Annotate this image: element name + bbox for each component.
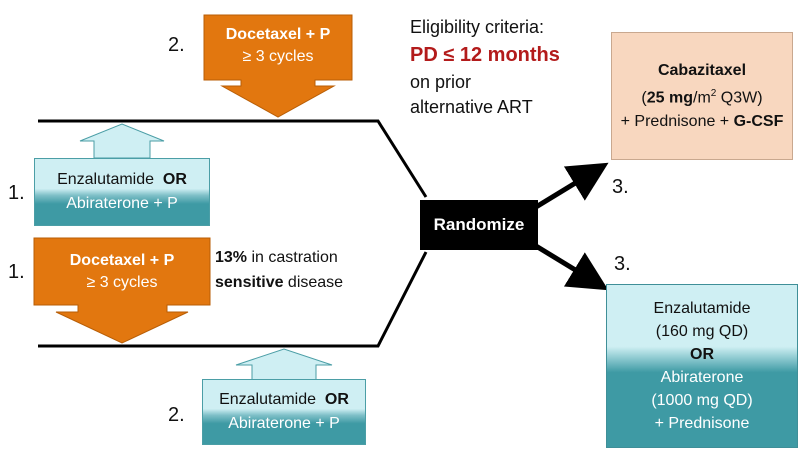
randomize-label: Randomize bbox=[433, 215, 525, 234]
arrow-to-arm-b bbox=[534, 243, 609, 291]
docetaxel-top-arrow bbox=[203, 14, 353, 118]
eligibility-line4: alternative ART bbox=[410, 97, 533, 117]
art-bottom-or: OR bbox=[324, 391, 349, 408]
castration-bold: sensitive bbox=[215, 274, 284, 291]
art-bottom-line2: Abiraterone + P bbox=[228, 415, 340, 432]
docetaxel-top-sub: ≥ 3 cycles bbox=[242, 48, 314, 65]
cabazitaxel-dose-unit: /m bbox=[693, 89, 711, 107]
docetaxel-mid-label: Docetaxel + P ≥ 3 cycles bbox=[34, 250, 210, 294]
arm-b-line5: + Prednisone bbox=[654, 415, 750, 432]
step-number-2-bottom: 2. bbox=[168, 404, 185, 426]
cabazitaxel-arm-box: Cabazitaxel (25 mg/m2 Q3W) + Prednisone … bbox=[611, 32, 793, 160]
eligibility-line1: Eligibility criteria: bbox=[410, 17, 545, 37]
cabazitaxel-title: Cabazitaxel bbox=[657, 62, 747, 80]
docetaxel-mid-title: Docetaxel + P bbox=[69, 252, 175, 269]
art-bottom-up-arrow bbox=[235, 348, 333, 381]
docetaxel-mid-arrow bbox=[33, 237, 211, 344]
eligibility-line3: on prior bbox=[410, 72, 472, 92]
art-left-line1: Enzalutamide bbox=[57, 171, 155, 188]
arm-b-line2: (160 mg QD) bbox=[655, 323, 749, 340]
step-number-1-lower: 1. bbox=[8, 261, 25, 283]
cabazitaxel-dose-rest: Q3W) bbox=[716, 89, 763, 107]
art-bottom-line1: Enzalutamide bbox=[219, 391, 317, 408]
upper-track-line bbox=[38, 119, 428, 198]
docetaxel-mid-sub: ≥ 3 cycles bbox=[86, 274, 158, 291]
castration-text1: in castration bbox=[247, 249, 338, 266]
enzalutamide-abiraterone-arm-box: Enzalutamide (160 mg QD) OR Abiraterone … bbox=[606, 284, 798, 448]
castration-note: 13% in castration sensitive disease bbox=[215, 245, 343, 295]
cabazitaxel-gcsf: G-CSF bbox=[733, 112, 784, 130]
arm-b-or: OR bbox=[690, 346, 714, 363]
art-left-or: OR bbox=[162, 171, 187, 188]
castration-pct: 13% bbox=[215, 249, 248, 266]
arm-b-line1: Enzalutamide bbox=[653, 300, 751, 317]
step-number-3-upper: 3. bbox=[612, 176, 629, 198]
cabazitaxel-open-paren: ( bbox=[641, 89, 647, 107]
step-number-3-lower: 3. bbox=[614, 253, 631, 275]
eligibility-highlight: PD ≤ 12 months bbox=[410, 44, 560, 66]
arrow-to-cabazitaxel bbox=[534, 162, 609, 210]
art-left-up-arrow bbox=[79, 123, 165, 159]
arm-b-line3: Abiraterone bbox=[660, 369, 744, 386]
cabazitaxel-dose-sup: 2 bbox=[710, 88, 717, 100]
arm-b-line4: (1000 mg QD) bbox=[651, 392, 753, 409]
art-left-box: Enzalutamide OR Abiraterone + P bbox=[34, 158, 210, 226]
docetaxel-top-title: Docetaxel + P bbox=[225, 26, 331, 43]
lower-track-line bbox=[38, 251, 428, 348]
art-left-line2: Abiraterone + P bbox=[66, 195, 178, 212]
castration-text2: disease bbox=[283, 274, 344, 291]
art-bottom-box: Enzalutamide OR Abiraterone + P bbox=[202, 379, 366, 445]
step-number-2-top: 2. bbox=[168, 34, 185, 56]
cabazitaxel-plus: + Prednisone + bbox=[620, 112, 734, 130]
eligibility-criteria: Eligibility criteria: PD ≤ 12 months on … bbox=[410, 15, 560, 120]
step-number-1-upper: 1. bbox=[8, 182, 25, 204]
cabazitaxel-dose: 25 mg bbox=[646, 89, 693, 107]
randomize-box: Randomize bbox=[420, 200, 538, 250]
docetaxel-top-label: Docetaxel + P ≥ 3 cycles bbox=[204, 24, 352, 68]
